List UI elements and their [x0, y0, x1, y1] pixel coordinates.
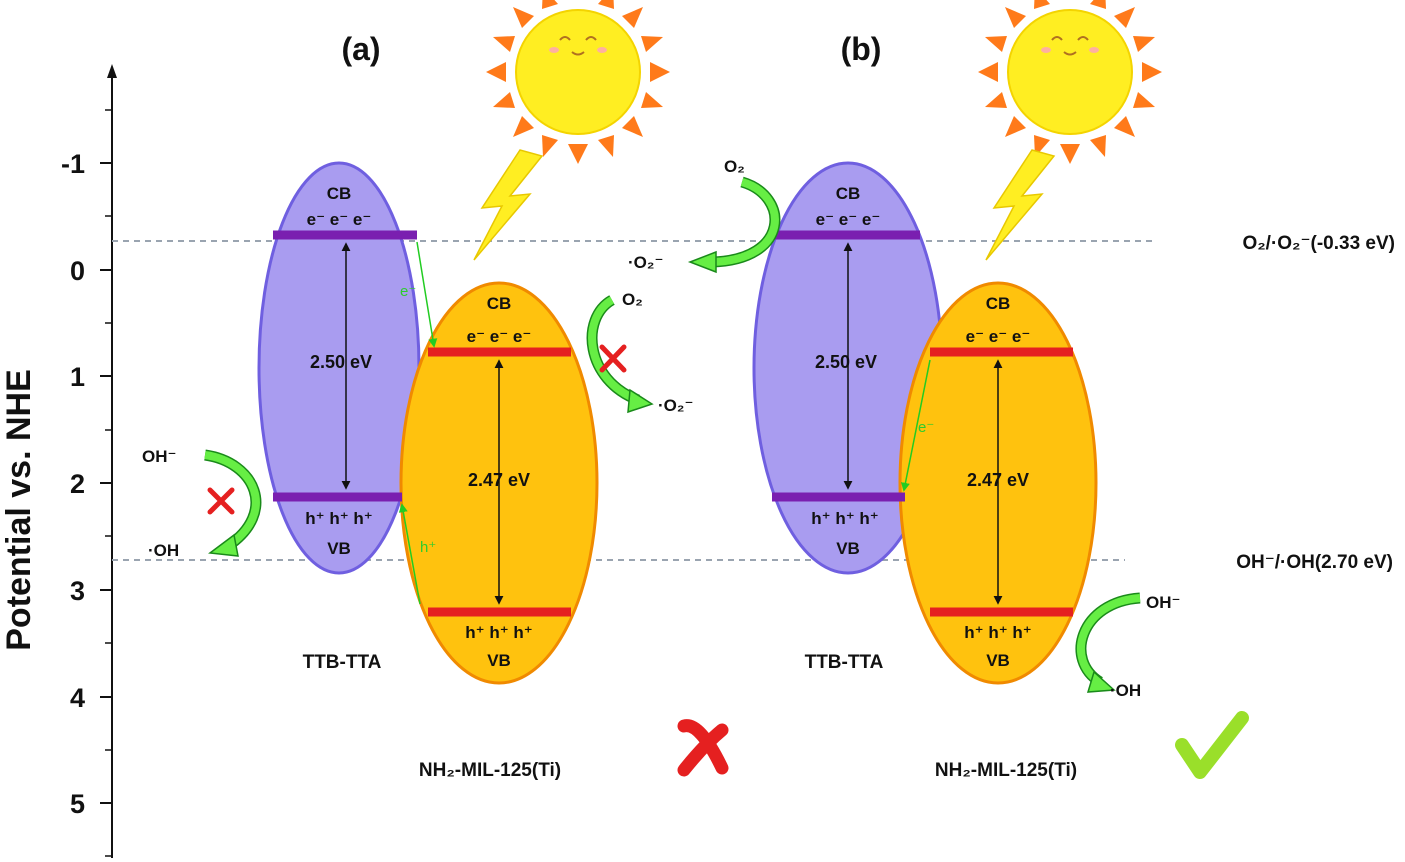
ttb-tta-name: TTB-TTA — [303, 652, 382, 673]
sun-icon — [485, 0, 671, 165]
tick-label: 1 — [70, 362, 85, 392]
ttb-tta-name: TTB-TTA — [805, 652, 884, 673]
lightning-icon — [473, 149, 543, 261]
panel-b: CB e⁻ e⁻ e⁻ h⁺ h⁺ h⁺ VB 2.50 eV CB e⁻ e⁻… — [628, 157, 1249, 781]
o2-radical-species: ·O₂⁻ — [658, 396, 693, 415]
mil-name: NH₂-MIL-125(Ti) — [935, 760, 1077, 781]
ttb-vb-label: VB — [836, 539, 860, 558]
ttb-cb-label: CB — [327, 184, 352, 203]
oh-radical-species: ·OH — [148, 541, 179, 560]
ttb-electrons: e⁻ e⁻ e⁻ — [816, 210, 881, 229]
blocked-cross-icon — [207, 487, 235, 515]
electron-transfer-label: e⁻ — [400, 283, 416, 300]
mil-electrons: e⁻ e⁻ e⁻ — [966, 327, 1031, 346]
mil-name: NH₂-MIL-125(Ti) — [419, 760, 561, 781]
success-check-icon — [1175, 711, 1249, 779]
ttb-cb-label: CB — [836, 184, 861, 203]
o2-species: O₂ — [622, 290, 643, 309]
electron-transfer-label: e⁻ — [918, 419, 934, 436]
panel-b-label: (b) — [841, 31, 882, 67]
blocked-cross-icon — [599, 344, 627, 373]
tick-label: 2 — [70, 469, 85, 499]
tick-label: 3 — [70, 576, 85, 606]
oh-species: OH⁻ — [1146, 593, 1180, 612]
o2-radical-species: ·O₂⁻ — [628, 253, 663, 272]
y-axis: -1 0 1 2 3 4 5 Potential vs. NHE — [0, 64, 117, 858]
ttb-electrons: e⁻ e⁻ e⁻ — [307, 210, 372, 229]
tick-label: -1 — [61, 149, 85, 179]
panel-a-label: (a) — [341, 31, 380, 67]
mil-gap-label: 2.47 eV — [967, 470, 1029, 490]
electron-transfer-arrow — [900, 359, 931, 492]
o2-species: O₂ — [724, 157, 745, 176]
tick-label: 4 — [70, 683, 85, 713]
ttb-holes: h⁺ h⁺ h⁺ — [305, 509, 373, 528]
mil-vb-label: VB — [487, 651, 511, 670]
mil-cb-label: CB — [487, 294, 512, 313]
sun-icon — [977, 0, 1163, 165]
ttb-gap-label: 2.50 eV — [815, 352, 877, 372]
fail-cross-icon — [677, 719, 729, 777]
mil-gap-label: 2.47 eV — [468, 470, 530, 490]
oh-reference-label: OH⁻/·OH(2.70 eV) — [1236, 552, 1393, 573]
mil-cb-label: CB — [986, 294, 1011, 313]
hole-transfer-arrow — [398, 503, 421, 605]
tick-label: 5 — [70, 789, 85, 819]
ttb-holes: h⁺ h⁺ h⁺ — [811, 509, 879, 528]
mil-holes: h⁺ h⁺ h⁺ — [964, 623, 1032, 642]
oh-radical-species: ·OH — [1110, 681, 1141, 700]
hole-transfer-label: h⁺ — [420, 539, 436, 556]
electron-transfer-arrow — [416, 241, 438, 348]
mil-electrons: e⁻ e⁻ e⁻ — [467, 327, 532, 346]
tick-label: 0 — [70, 256, 85, 286]
y-axis-title: Potential vs. NHE — [0, 369, 38, 651]
o2-reference-label: O₂/·O₂⁻(-0.33 eV) — [1242, 233, 1395, 254]
panel-a: CB e⁻ e⁻ e⁻ h⁺ h⁺ h⁺ VB 2.50 eV CB e⁻ e⁻… — [142, 161, 729, 781]
oh-species: OH⁻ — [142, 447, 176, 466]
y-axis-arrowhead — [107, 64, 117, 78]
ttb-gap-label: 2.50 eV — [310, 352, 372, 372]
mil-vb-label: VB — [986, 651, 1010, 670]
lightning-icon — [985, 149, 1055, 261]
mil-holes: h⁺ h⁺ h⁺ — [465, 623, 533, 642]
ttb-vb-label: VB — [327, 539, 351, 558]
